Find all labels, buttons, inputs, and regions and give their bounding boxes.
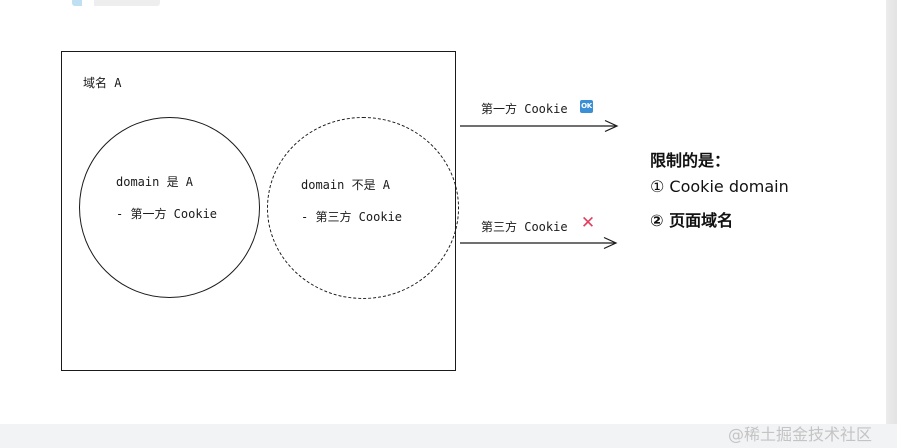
cross-icon: ✕ — [580, 213, 596, 233]
notes-item-page-domain: ② 页面域名 — [650, 211, 734, 230]
third-party-arrow-label: 第三方 Cookie — [481, 220, 568, 234]
watermark: @稀土掘金技术社区 — [728, 425, 873, 444]
first-party-arrow — [460, 119, 619, 133]
first-party-circle — [79, 117, 260, 298]
third-party-circle-line1: domain 不是 A — [301, 178, 391, 192]
footer-strip — [0, 424, 897, 448]
first-party-circle-line1: domain 是 A — [116, 175, 194, 189]
domain-box-label: 域名 A — [83, 76, 122, 90]
third-party-arrow — [460, 236, 618, 250]
notes-title: 限制的是： — [650, 151, 731, 170]
first-party-circle-line2: - 第一方 Cookie — [116, 207, 218, 221]
third-party-circle-line2: - 第三方 Cookie — [301, 210, 403, 224]
third-party-circle — [267, 117, 459, 299]
ok-badge-icon: OK — [580, 100, 593, 113]
cropped-header-fragment — [72, 0, 160, 6]
first-party-arrow-label: 第一方 Cookie — [481, 102, 568, 116]
notes-item-cookie-domain: ① Cookie domain — [650, 177, 789, 196]
right-edge-shadow — [886, 0, 897, 448]
